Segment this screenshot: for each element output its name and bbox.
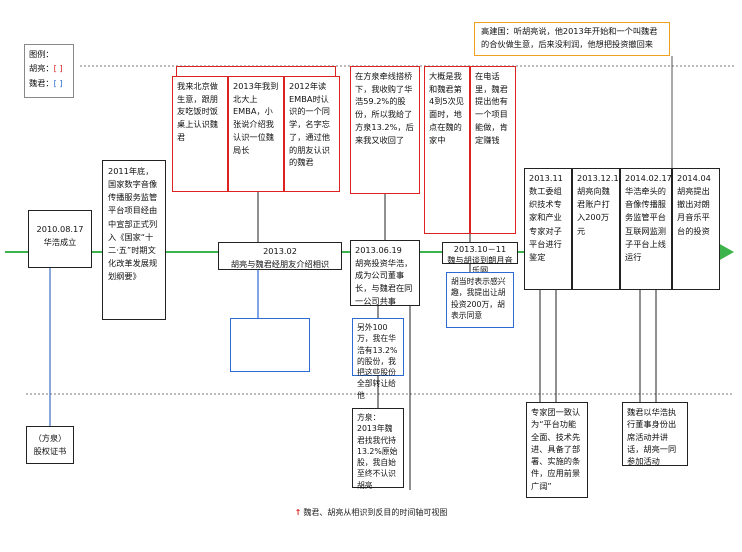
gao-jianguo-note: 高建国：听胡亮说，他2013年开始和一个叫魏君的合伙做生意，后来没利润，他想把投…	[474, 22, 670, 56]
certificate-box: （方泉） 股权证书	[26, 426, 74, 464]
withdraw-event: 2014.04 胡亮提出撤出对朗月音乐平台的投资	[672, 168, 720, 290]
hu-statement-5: 大概是我和魏君第4到5次见面时，地点在魏的家中	[424, 66, 470, 234]
hu-statement-3: 2012年读EMBA时认识的一个同学，名字忘了，通过他的朋友认识的魏君	[284, 76, 340, 192]
wei-invest-statement: 胡当时表示感兴趣，我提出让胡投资200万，胡表示同意	[446, 272, 514, 328]
diagram-caption: ↑魏君、胡亮从相识到反目的时间轴可视图	[294, 508, 448, 517]
meet-event: 2013.02 胡亮与魏君经朋友介绍相识	[218, 242, 342, 270]
launch-event: 2014.02.17 华浩牵头的音像传播服务监管平台互联网监测子平台上线运行	[620, 168, 672, 290]
legend-title: 图例：	[29, 49, 54, 59]
caption-arrow-icon: ↑	[294, 508, 302, 517]
founded-event: 2010.08.17 华浩成立	[28, 210, 92, 268]
fang-quan-note: 方泉：2013年魏君找我代持13.2%原始股，我自始至终不认识胡亮	[352, 408, 404, 490]
transfer-event: 2013.12.18 胡亮向魏君账户打入200万元	[572, 168, 624, 290]
legend-wei-mark: [ ]	[53, 77, 63, 88]
review-event: 2013.11 数工委组织技术专家和产业专家对子平台进行鉴定	[524, 168, 572, 290]
invest-event: 2013.06.19 胡亮投资华浩，成为公司董事长，与魏君在同一公司共事	[350, 240, 420, 306]
legend-hu-mark: [ ]	[53, 63, 63, 74]
policy-event: 2011年底，国家数字音像传播服务监管平台项目经由中宣部正式列入《国家“十二·五…	[102, 160, 166, 320]
legend-hu: 胡亮：[ ]	[29, 63, 63, 74]
pitch-event: 2013.10－11 魏与胡谈到朗月音乐网	[442, 242, 518, 275]
hu-statement-4: 在方泉牵线搭桥下，我收购了华浩59.2%的股份，所以我给了方泉13.2%，后来我…	[350, 66, 420, 194]
hu-statement-2: 2013年我到北大上EMBA，小张说介绍我认识一位魏局长	[228, 76, 284, 192]
hu-statement-1: 我来北京做生意，跟朋友吃饭时饭桌上认识魏君	[172, 76, 228, 192]
review-note: 专家团一致认为“平台功能全面、技术先进、具备了部署、实施的条件，应用前景广阔”	[526, 402, 588, 498]
wei-empty-statement	[230, 318, 310, 372]
launch-note: 魏君以华浩执行董事身份出席活动并讲话，胡亮一同参加活动	[622, 402, 688, 466]
timeline-arrowhead	[718, 243, 734, 261]
hu-statement-6: 在电话里，魏君提出他有一个项目能做，肯定赚钱	[470, 66, 516, 234]
legend-wei: 魏君：[ ]	[29, 77, 63, 88]
wei-share-statement: 另外100万，我在华浩有13.2%的股份，我把这些股份全部转让给他	[352, 318, 404, 400]
legend: 图例： 胡亮：[ ] 魏君：[ ]	[24, 44, 74, 98]
